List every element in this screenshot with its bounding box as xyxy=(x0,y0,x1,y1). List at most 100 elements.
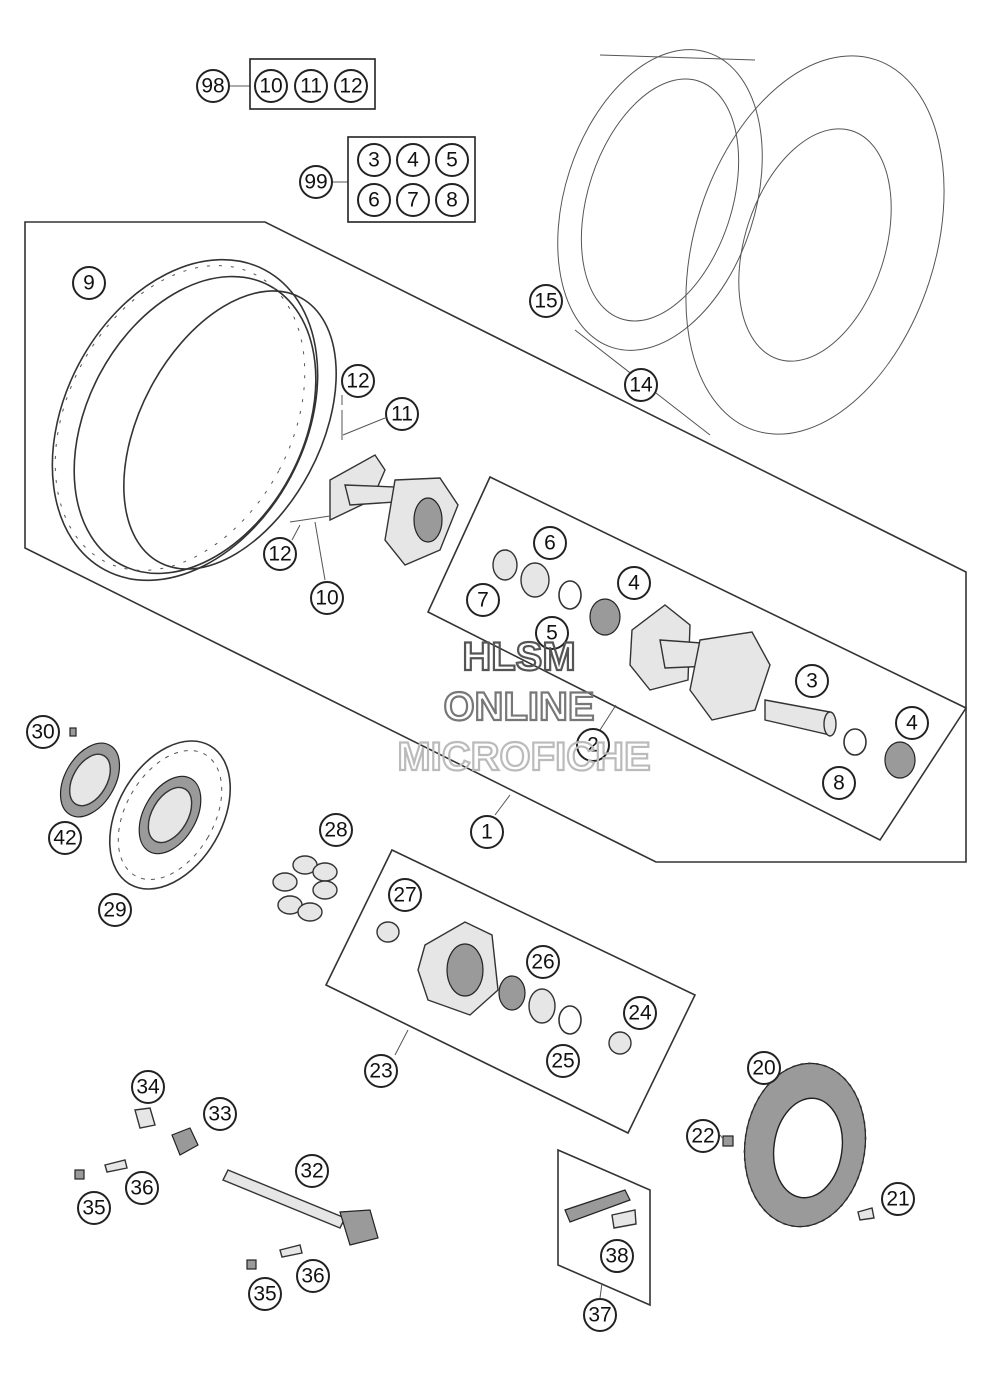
svg-text:9: 9 xyxy=(83,272,95,295)
chain-joint-outline xyxy=(557,1148,651,1307)
svg-text:23: 23 xyxy=(369,1060,392,1083)
callout-8[interactable]: 8 xyxy=(822,766,856,800)
svg-text:27: 27 xyxy=(393,884,416,907)
svg-text:22: 22 xyxy=(691,1125,714,1148)
hub-parts-drawing xyxy=(492,549,916,779)
svg-text:34: 34 xyxy=(136,1076,160,1099)
axle-drawing xyxy=(74,1107,379,1270)
sprocket-drawing xyxy=(722,1062,875,1228)
svg-text:5: 5 xyxy=(446,149,458,172)
svg-text:12: 12 xyxy=(346,370,369,393)
callout-38[interactable]: 38 xyxy=(600,1239,634,1273)
callout-29[interactable]: 29 xyxy=(98,893,132,927)
callout-7[interactable]: 7 xyxy=(466,583,500,617)
callout-4-lower[interactable]: 4 xyxy=(895,706,929,740)
callout-3[interactable]: 3 xyxy=(795,664,829,698)
callout-kit99-8[interactable]: 8 xyxy=(435,183,469,217)
callout-10[interactable]: 10 xyxy=(310,581,344,615)
svg-text:12: 12 xyxy=(268,543,291,566)
callout-28[interactable]: 28 xyxy=(319,813,353,847)
brake-disc-drawing xyxy=(59,727,232,890)
callout-kit98-12[interactable]: 12 xyxy=(334,69,368,103)
svg-text:36: 36 xyxy=(301,1265,324,1288)
svg-text:25: 25 xyxy=(551,1050,574,1073)
tire-drawing xyxy=(557,49,945,436)
svg-text:26: 26 xyxy=(531,951,554,974)
callout-14[interactable]: 14 xyxy=(624,368,658,402)
callout-36-lower[interactable]: 36 xyxy=(296,1259,330,1293)
svg-text:99: 99 xyxy=(304,171,327,194)
callout-37[interactable]: 37 xyxy=(583,1298,617,1332)
callout-20[interactable]: 20 xyxy=(747,1051,781,1085)
svg-text:33: 33 xyxy=(208,1103,231,1126)
watermark-line-2: ONLINE xyxy=(443,685,594,729)
svg-text:14: 14 xyxy=(629,374,653,397)
callout-2[interactable]: 2 xyxy=(576,728,610,762)
callout-kit99-6[interactable]: 6 xyxy=(357,183,391,217)
callout-21[interactable]: 21 xyxy=(881,1182,915,1216)
callout-34[interactable]: 34 xyxy=(131,1070,165,1104)
callout-23[interactable]: 23 xyxy=(364,1054,398,1088)
svg-text:3: 3 xyxy=(368,149,380,172)
wheel-assembly-outline xyxy=(24,221,967,863)
svg-text:20: 20 xyxy=(752,1057,775,1080)
callout-kit99-4[interactable]: 4 xyxy=(396,143,430,177)
svg-text:35: 35 xyxy=(253,1283,276,1306)
rim-drawing xyxy=(51,258,337,582)
callout-4-upper[interactable]: 4 xyxy=(617,566,651,600)
svg-text:21: 21 xyxy=(886,1188,909,1211)
callout-5[interactable]: 5 xyxy=(535,616,569,650)
svg-text:38: 38 xyxy=(605,1245,628,1268)
callout-6[interactable]: 6 xyxy=(533,526,567,560)
callout-35-upper[interactable]: 35 xyxy=(77,1191,111,1225)
callout-9[interactable]: 9 xyxy=(72,266,106,300)
callout-kit99-7[interactable]: 7 xyxy=(396,183,430,217)
callout-12-bottom[interactable]: 12 xyxy=(263,537,297,571)
svg-text:10: 10 xyxy=(315,587,338,610)
svg-text:12: 12 xyxy=(339,75,362,98)
callout-kit98-11[interactable]: 11 xyxy=(294,69,328,103)
svg-text:42: 42 xyxy=(53,827,76,850)
callout-26[interactable]: 26 xyxy=(526,945,560,979)
callout-27[interactable]: 27 xyxy=(388,878,422,912)
svg-text:5: 5 xyxy=(546,622,558,645)
callout-32[interactable]: 32 xyxy=(295,1154,329,1188)
callout-12-top[interactable]: 12 xyxy=(341,364,375,398)
rim-hub-drawing xyxy=(289,410,459,566)
callout-kit-99[interactable]: 99 xyxy=(299,165,333,199)
svg-text:11: 11 xyxy=(300,75,322,98)
callout-25[interactable]: 25 xyxy=(546,1044,580,1078)
watermark-line-3: MICROFICHE xyxy=(397,735,650,779)
callout-35-lower[interactable]: 35 xyxy=(248,1277,282,1311)
svg-text:7: 7 xyxy=(407,189,419,212)
svg-text:32: 32 xyxy=(300,1160,323,1183)
callout-1[interactable]: 1 xyxy=(470,815,504,849)
callout-kit98-10[interactable]: 10 xyxy=(254,69,288,103)
sprocket-carrier-drawing xyxy=(376,921,632,1055)
svg-text:98: 98 xyxy=(201,75,224,98)
watermark-line-1: HLSM xyxy=(462,635,575,679)
callout-11[interactable]: 11 xyxy=(385,397,419,431)
callout-kit99-3[interactable]: 3 xyxy=(357,143,391,177)
svg-text:4: 4 xyxy=(628,572,640,595)
watermark: HLSM ONLINE MICROFICHE xyxy=(396,634,652,780)
svg-text:8: 8 xyxy=(446,189,458,212)
callout-30[interactable]: 30 xyxy=(26,715,60,749)
sprocket-carrier-outline xyxy=(324,848,697,1135)
callout-22[interactable]: 22 xyxy=(686,1119,720,1153)
svg-text:30: 30 xyxy=(31,721,54,744)
callout-33[interactable]: 33 xyxy=(203,1097,237,1131)
svg-text:8: 8 xyxy=(833,772,845,795)
callout-15[interactable]: 15 xyxy=(529,284,563,318)
callout-24[interactable]: 24 xyxy=(623,996,657,1030)
callout-42[interactable]: 42 xyxy=(48,821,82,855)
callout-kit99-5[interactable]: 5 xyxy=(435,143,469,177)
chain-joint-drawing xyxy=(564,1189,637,1229)
callout-kit-98[interactable]: 98 xyxy=(196,69,230,103)
svg-text:3: 3 xyxy=(806,670,818,693)
svg-text:1: 1 xyxy=(481,821,493,844)
svg-text:6: 6 xyxy=(368,189,380,212)
callout-36-upper[interactable]: 36 xyxy=(125,1171,159,1205)
svg-text:4: 4 xyxy=(906,712,918,735)
